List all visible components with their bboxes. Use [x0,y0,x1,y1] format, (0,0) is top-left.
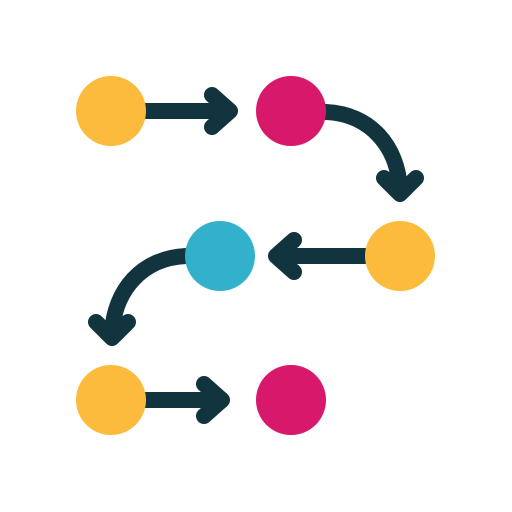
edge-node-4-to-node-5 [88,248,194,346]
edge-node-5-to-node-6 [132,376,230,424]
node-3 [365,221,435,291]
edge-node-1-to-node-2 [132,87,238,135]
edge-node-3-to-node-4 [268,232,374,280]
arrowhead-right [204,87,238,135]
arrowhead-down [88,314,136,346]
arrowhead-right [196,376,230,424]
node-2 [256,76,326,146]
edge-node-2-to-node-3 [318,104,424,202]
node-1 [76,76,146,146]
node-5 [76,365,146,435]
edge-curve [318,104,408,198]
node-6 [256,365,326,435]
arrowhead-left [268,232,302,280]
edge-curve [104,248,194,342]
arrowhead-down [376,170,424,202]
node-4 [185,221,255,291]
